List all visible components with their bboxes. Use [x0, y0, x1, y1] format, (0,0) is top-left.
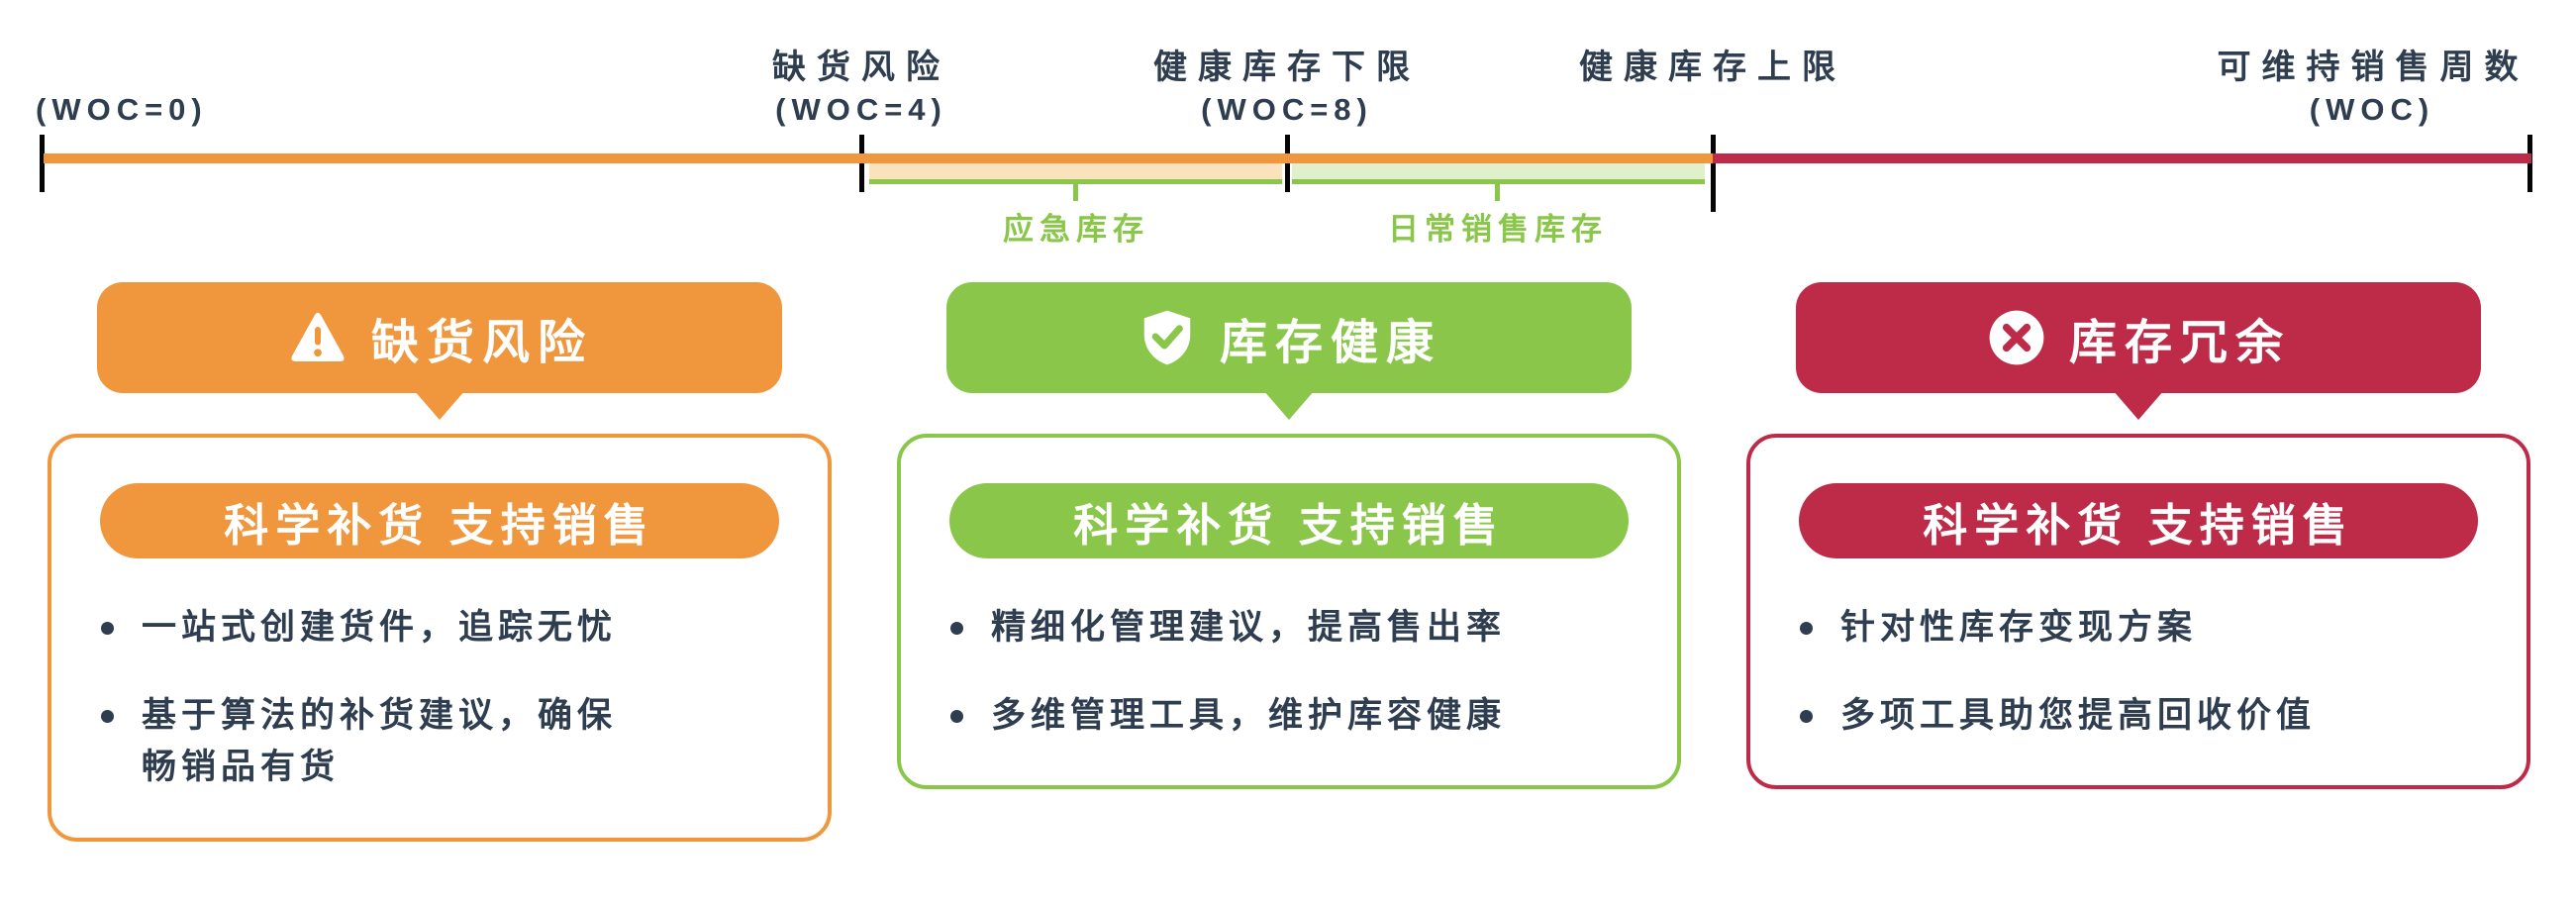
stockout-risk-badge-label: 缺货风险: [370, 317, 593, 369]
axis-start-label: (WOC=0): [36, 92, 208, 127]
bullet-text: 一站式创建货件，追踪无忧: [142, 608, 618, 647]
emergency-stock-bracket: [869, 179, 1282, 184]
marker-title-healthy-lower: 健康库存下限: [1153, 49, 1421, 86]
daily-sales-stock-bracket-tick: [1495, 184, 1500, 201]
bullet-list: 精细化管理建议，提高售出率 多维管理工具，维护库容健康: [950, 602, 1628, 742]
bullet-list: 一站式创建货件，追踪无忧 基于算法的补货建议，确保 畅销品有货: [101, 602, 778, 794]
axis-segment-crimson: [1713, 153, 2531, 163]
axis-tick-woc4: [859, 135, 864, 192]
bullet-item: 针对性库存变现方案: [1800, 602, 2477, 655]
marker-title-weeks-of-cover: 可维持销售周数: [2217, 49, 2529, 86]
excess-inventory-badge: 库存冗余: [1796, 282, 2481, 393]
daily-sales-stock-bracket: [1292, 179, 1705, 184]
healthy-inventory-badge: 库存健康: [946, 282, 1632, 393]
bullet-dot-icon: [101, 622, 114, 635]
badge-pointer: [2113, 390, 2164, 420]
bullet-text: 基于算法的补货建议，确保 畅销品有货: [142, 695, 618, 787]
healthy-inventory-card: 科学补货 支持销售 精细化管理建议，提高售出率 多维管理工具，维护库容健康: [897, 434, 1681, 789]
healthy-inventory-card-group: 库存健康 科学补货 支持销售 精细化管理建议，提高售出率 多维管理工具，维护库容…: [897, 282, 1681, 789]
bullet-item: 精细化管理建议，提高售出率: [950, 602, 1628, 655]
bullet-item: 一站式创建货件，追踪无忧: [101, 602, 778, 655]
card-pill-header: 科学补货 支持销售: [949, 483, 1629, 558]
bullet-text: 针对性库存变现方案: [1840, 608, 2198, 647]
bullet-text: 多项工具助您提高回收价值: [1840, 695, 2317, 735]
stockout-risk-card: 科学补货 支持销售 一站式创建货件，追踪无忧 基于算法的补货建议，确保 畅销品有…: [48, 434, 832, 842]
bullet-dot-icon: [950, 709, 963, 723]
emergency-stock-band: [869, 163, 1282, 179]
marker-woc-4: (WOC=4): [775, 92, 947, 127]
bullet-item: 多维管理工具，维护库容健康: [950, 690, 1628, 743]
card-pill-header: 科学补货 支持销售: [1799, 483, 2478, 558]
circle-x-icon: [1989, 310, 2044, 365]
excess-inventory-card-group: 库存冗余 科学补货 支持销售 针对性库存变现方案 多项工具助您提高回收价值: [1746, 282, 2530, 789]
bullet-dot-icon: [1800, 709, 1813, 723]
bullet-text: 精细化管理建议，提高售出率: [991, 608, 1507, 647]
stockout-risk-badge: 缺货风险: [97, 282, 782, 393]
card-pill-header: 科学补货 支持销售: [100, 483, 779, 558]
axis-tick-woc8: [1285, 135, 1290, 192]
stockout-risk-card-group: 缺货风险 科学补货 支持销售 一站式创建货件，追踪无忧 基于算法的补货建议，确保…: [48, 282, 832, 842]
marker-title-healthy-upper: 健康库存上限: [1579, 49, 1846, 86]
daily-sales-stock-label: 日常销售库存: [1388, 212, 1608, 247]
badge-pointer: [1263, 390, 1315, 420]
bullet-dot-icon: [101, 709, 114, 723]
bullet-dot-icon: [950, 622, 963, 635]
bullet-item: 多项工具助您提高回收价值: [1800, 690, 2477, 743]
emergency-stock-label: 应急库存: [1003, 212, 1149, 247]
marker-woc-unit: (WOC): [2309, 92, 2435, 127]
bullet-dot-icon: [1800, 622, 1813, 635]
axis-tick-end: [2527, 135, 2532, 192]
emergency-stock-bracket-tick: [1073, 184, 1078, 201]
daily-sales-stock-band: [1292, 163, 1705, 179]
shield-check-icon: [1143, 310, 1191, 365]
bullet-item: 基于算法的补货建议，确保 畅销品有货: [101, 690, 778, 794]
bullet-list: 针对性库存变现方案 多项工具助您提高回收价值: [1800, 602, 2477, 742]
excess-inventory-badge-label: 库存冗余: [2068, 317, 2291, 369]
warning-triangle-icon: [291, 312, 345, 361]
bullet-text: 多维管理工具，维护库容健康: [991, 695, 1507, 735]
marker-woc-8: (WOC=8): [1201, 92, 1373, 127]
axis-tick-woc0: [40, 135, 45, 192]
excess-inventory-card: 科学补货 支持销售 针对性库存变现方案 多项工具助您提高回收价值: [1746, 434, 2530, 789]
axis-tick-upper-limit: [1711, 135, 1716, 212]
badge-pointer: [414, 390, 465, 420]
axis-segment-orange: [44, 153, 1713, 163]
marker-title-stockout-risk: 缺货风险: [772, 49, 950, 86]
healthy-inventory-badge-label: 库存健康: [1219, 317, 1441, 369]
